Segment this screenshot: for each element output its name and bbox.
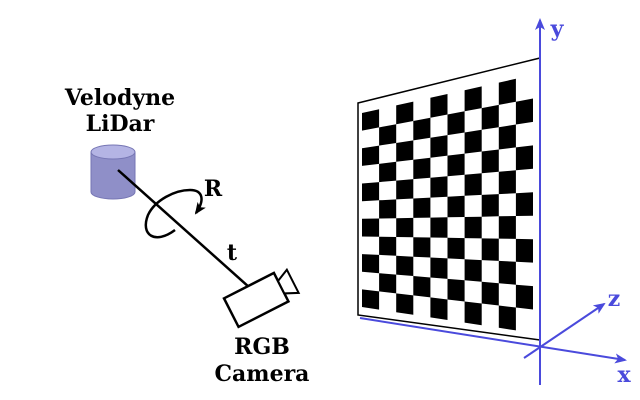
x-axis xyxy=(359,317,627,364)
checkerboard-square xyxy=(464,129,482,154)
checkerboard-square xyxy=(362,218,380,237)
checkerboard-square xyxy=(498,124,516,150)
checkerboard-square xyxy=(464,216,482,239)
checkerboard-square xyxy=(396,179,414,200)
z-axis xyxy=(523,302,606,359)
checkerboard-square xyxy=(481,281,499,306)
lidar-label-line2: LiDar xyxy=(86,111,155,137)
y-axis-label: y xyxy=(550,16,565,42)
checkerboard-square xyxy=(413,197,431,218)
checkerboard-square xyxy=(396,217,414,238)
checkerboard-square xyxy=(362,182,380,202)
checkerboard-square xyxy=(362,109,380,131)
checkerboard-square xyxy=(464,173,482,196)
checkerboard-square xyxy=(481,238,499,261)
checkerboard-square xyxy=(430,297,448,320)
checkerboard-square xyxy=(430,94,448,118)
checkerboard-square xyxy=(447,111,465,136)
checkerboard-square xyxy=(498,170,516,195)
z-axis-label: z xyxy=(608,286,621,312)
checkerboard-square xyxy=(464,301,482,326)
rotation-arrow-icon xyxy=(144,188,206,239)
checkerboard-square xyxy=(515,192,533,216)
checkerboard-square xyxy=(481,194,499,217)
checkerboard-square xyxy=(413,117,431,141)
checkerboard-square xyxy=(498,305,516,331)
checkerboard-square xyxy=(396,101,414,125)
checkerboard-square xyxy=(447,153,465,177)
checkerboard-square xyxy=(515,238,533,263)
camera-label-line1: RGB xyxy=(234,334,290,360)
checkerboard-square xyxy=(362,254,380,274)
checkerboard-square xyxy=(379,273,397,294)
checkerboard-square xyxy=(430,217,448,238)
checkerboard-square xyxy=(362,289,380,310)
checkerboard-square xyxy=(481,149,499,174)
checkerboard-square xyxy=(464,259,482,282)
checkerboard-square xyxy=(396,293,414,315)
checkerboard-square xyxy=(447,278,465,302)
checkerboard-square xyxy=(498,216,516,239)
lidar-cylinder-icon xyxy=(90,144,136,200)
checkerboard-square xyxy=(515,284,533,310)
checkerboard-square xyxy=(379,199,397,219)
checkerboard-square xyxy=(515,145,533,171)
checkerboard-square xyxy=(379,236,397,256)
coordinate-axes: y z x xyxy=(359,16,631,388)
rotation-label: R xyxy=(204,176,223,202)
checkerboard-square xyxy=(413,157,431,180)
checkerboard-square xyxy=(396,255,414,276)
checkerboard-square xyxy=(464,86,482,112)
checkerboard-target xyxy=(357,57,541,341)
checkerboard-square xyxy=(481,104,499,130)
checkerboard-square xyxy=(430,176,448,198)
checkerboard-square xyxy=(396,140,414,162)
checkerboard-square xyxy=(430,257,448,279)
checkerboard-square xyxy=(430,135,448,158)
camera-icon xyxy=(222,267,301,329)
checkerboard-square xyxy=(447,237,465,260)
checkerboard-square xyxy=(379,124,397,146)
checkerboard-square xyxy=(447,195,465,218)
checkerboard-square xyxy=(362,145,380,166)
checkerboard-square xyxy=(379,161,397,183)
checkerboard-square xyxy=(413,237,431,258)
checkerboard-square xyxy=(498,78,516,105)
camera-label-line2: Camera xyxy=(215,361,310,387)
translation-arrow-icon xyxy=(117,169,261,298)
translation-label: t xyxy=(227,240,238,266)
x-axis-label: x xyxy=(617,362,631,388)
checkerboard-square xyxy=(498,260,516,285)
lidar-label-line1: Velodyne xyxy=(64,85,175,111)
checkerboard-square xyxy=(515,98,533,125)
checkerboard-square xyxy=(413,276,431,298)
